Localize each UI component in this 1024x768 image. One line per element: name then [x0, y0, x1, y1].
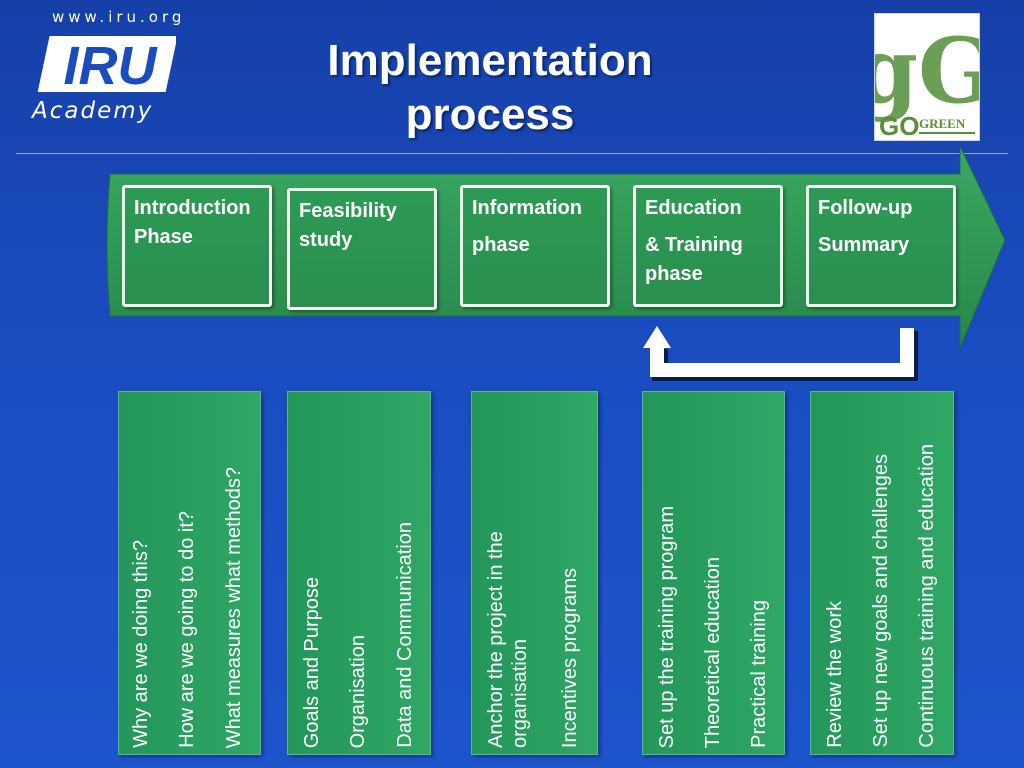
svg-text:GREEN: GREEN — [919, 116, 966, 131]
column-education: Set up the training program Theoretical … — [642, 391, 785, 755]
header-divider — [16, 153, 1008, 154]
list-item: Continuous training and education — [916, 444, 938, 748]
iru-logo: IRU — [37, 36, 176, 94]
page-title: Implementation process — [327, 36, 653, 139]
feedback-loop-arrow — [643, 326, 918, 381]
list-item: How are we going to do it? — [176, 511, 198, 748]
academy-label: Academy — [32, 98, 154, 124]
list-item: Practical training — [748, 600, 770, 748]
list-item: Anchor the project in the organisation — [485, 531, 531, 748]
column-information: Anchor the project in the organisation I… — [471, 391, 598, 755]
column-feasibility: Goals and Purpose Organisation Data and … — [287, 391, 431, 755]
list-item: Incentives programs — [559, 567, 581, 748]
svg-text:gG: gG — [875, 18, 979, 124]
go-green-logo: gG GO GREEN — [855, 13, 995, 141]
list-item: Why are we doing this? — [130, 540, 152, 748]
list-item: Data and Communication — [394, 522, 416, 748]
column-follow-up: Review the work Set up new goals and cha… — [810, 391, 954, 755]
list-item: Goals and Purpose — [301, 576, 323, 748]
list-item: Set up the training program — [656, 505, 678, 748]
list-item: Review the work — [824, 601, 846, 748]
site-url[interactable]: www.iru.org — [52, 8, 186, 26]
iru-logo-text: IRU — [64, 36, 159, 94]
list-item: Organisation — [347, 634, 369, 748]
column-introduction: Why are we doing this? How are we going … — [118, 391, 261, 755]
svg-text:GO: GO — [879, 111, 919, 140]
list-item: What measures what methods? — [223, 466, 245, 748]
list-item: Theoretical education — [702, 556, 724, 748]
list-item: Set up new goals and challenges — [870, 454, 892, 748]
